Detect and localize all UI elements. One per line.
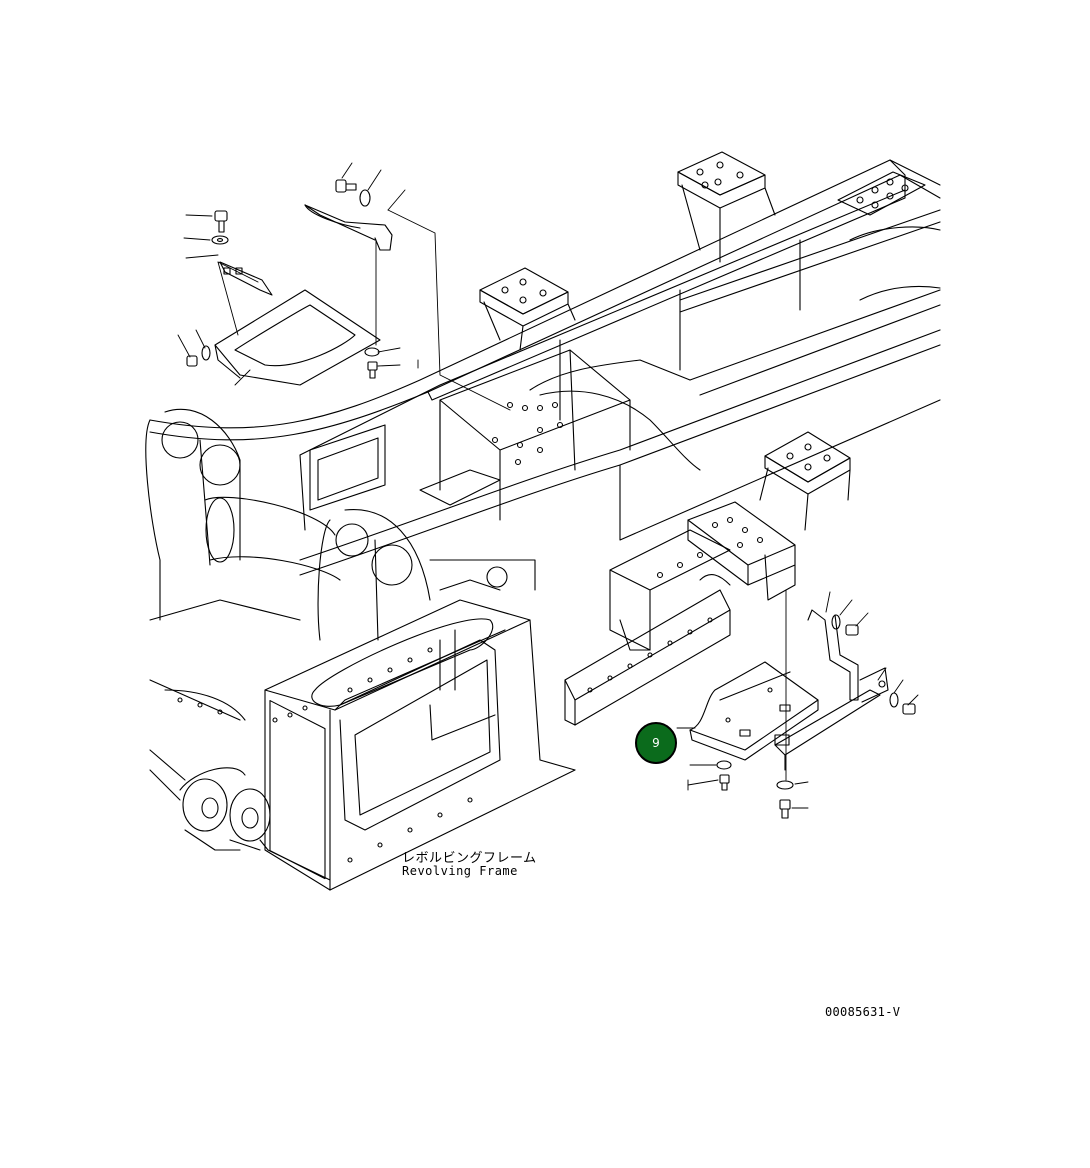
fasteners-bottom-right xyxy=(717,615,915,818)
right-bracket xyxy=(565,530,730,725)
frame-label-japanese: レボルビングフレーム xyxy=(402,851,537,866)
left-side-plate xyxy=(150,600,300,800)
leader-lines xyxy=(178,163,918,808)
mount-pad-top-right xyxy=(838,172,925,215)
frame-label-english: Revolving Frame xyxy=(402,864,518,878)
callout-number: 9 xyxy=(652,736,660,750)
mount-pad-rear-right xyxy=(678,152,775,262)
center-box xyxy=(420,350,630,520)
drawing-code: 00085631-V xyxy=(825,1005,901,1019)
mount-pad-front-right xyxy=(760,432,850,530)
boom-bracket-rear xyxy=(146,409,385,620)
cover-plate-assembly xyxy=(690,610,888,770)
rear-beam xyxy=(300,210,940,575)
callout-item-9[interactable]: 9 xyxy=(635,722,677,764)
box-bracket xyxy=(688,502,795,600)
boom-bracket-front xyxy=(318,510,535,640)
mount-pad-rear-left xyxy=(480,268,575,350)
front-frame xyxy=(260,600,575,890)
front-pin-bosses xyxy=(180,768,270,850)
fasteners-top-left xyxy=(187,180,379,378)
step-bracket-exploded xyxy=(215,205,392,385)
